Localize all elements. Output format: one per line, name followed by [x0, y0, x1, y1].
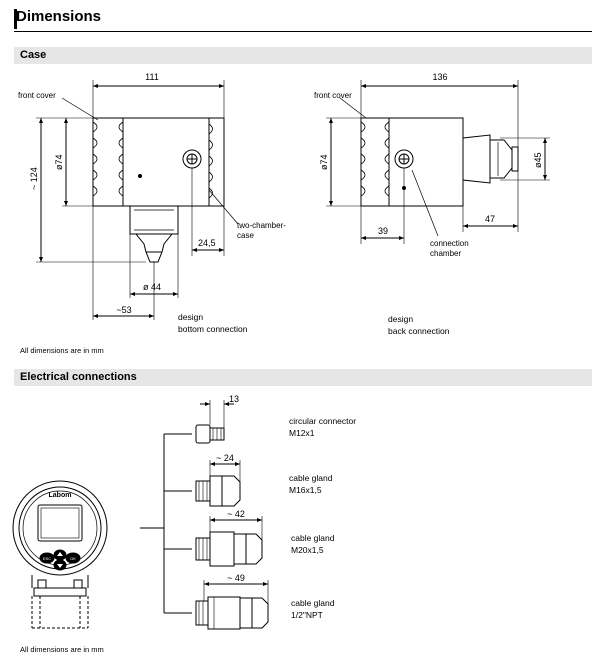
dim-diameter-45: ø45	[533, 152, 543, 168]
label-front-cover-bottom: front cover	[18, 91, 56, 100]
connector-3-name: cable gland	[291, 533, 335, 543]
caption-design-bottom-2: bottom connection	[178, 324, 248, 334]
dim-offset-24-5: 24,5	[198, 238, 216, 248]
connector-2-name: cable gland	[289, 473, 333, 483]
caption-design-back-2: back connection	[388, 326, 450, 336]
dim-width-136: 136	[432, 72, 447, 82]
title-divider	[14, 31, 592, 32]
connector-1-name: circular connector	[289, 416, 356, 426]
connector-2-spec: M16x1,5	[289, 485, 322, 495]
page-title: Dimensions	[16, 8, 102, 25]
dim-depth-47: 47	[485, 214, 495, 224]
label-connection-chamber-1: connection	[430, 239, 469, 248]
connector-m16	[195, 460, 241, 507]
dim-width-111: 111	[145, 72, 159, 82]
connector-4-name: cable gland	[291, 598, 335, 608]
section-header-case: Case	[14, 47, 592, 64]
footnote-electrical: All dimensions are in mm	[20, 645, 104, 654]
dim-height-124: ~ 124	[29, 167, 39, 190]
dim-depth-39: 39	[378, 226, 388, 236]
display-window	[37, 504, 83, 542]
label-connection-chamber-2: chamber	[430, 249, 461, 258]
key-esc: ESC	[43, 556, 51, 561]
footnote-case: All dimensions are in mm	[20, 346, 104, 355]
label-front-cover-back: front cover	[314, 91, 352, 100]
connector-1-spec: M12x1	[289, 428, 315, 438]
connector-3-spec: M20x1,5	[291, 545, 324, 555]
connector-m12	[195, 400, 234, 444]
device-front-view	[12, 480, 108, 629]
label-two-chamber-1: two-chamber-	[237, 221, 286, 230]
dim-connector-24: ~ 24	[216, 453, 234, 463]
dim-diameter-74-back: ø74	[319, 154, 329, 170]
dim-offset-53: ~53	[116, 305, 131, 315]
connector-4-spec: 1/2"NPT	[291, 610, 323, 620]
device-brand-logo: Labom	[49, 492, 72, 499]
dim-connector-44: ø 44	[143, 282, 161, 292]
title-accent-bar	[14, 9, 17, 29]
caption-design-bottom-1: design	[178, 312, 203, 322]
section-header-electrical: Electrical connections	[14, 369, 592, 386]
label-two-chamber-2: case	[237, 231, 254, 240]
dim-connector-49: ~ 49	[227, 573, 245, 583]
dim-connector-42: ~ 42	[227, 509, 245, 519]
caption-design-back-1: design	[388, 314, 413, 324]
dim-diameter-74: ø74	[54, 154, 64, 170]
front-cover-shape	[92, 117, 124, 207]
dim-connector-13: 13	[229, 394, 239, 404]
connector-npt	[195, 580, 269, 630]
drawing-bottom-connection	[36, 80, 239, 320]
drawing-back-connection	[326, 80, 550, 244]
key-ok: OK	[70, 556, 76, 561]
connector-m20	[195, 516, 263, 567]
connector-bracket	[140, 433, 192, 614]
